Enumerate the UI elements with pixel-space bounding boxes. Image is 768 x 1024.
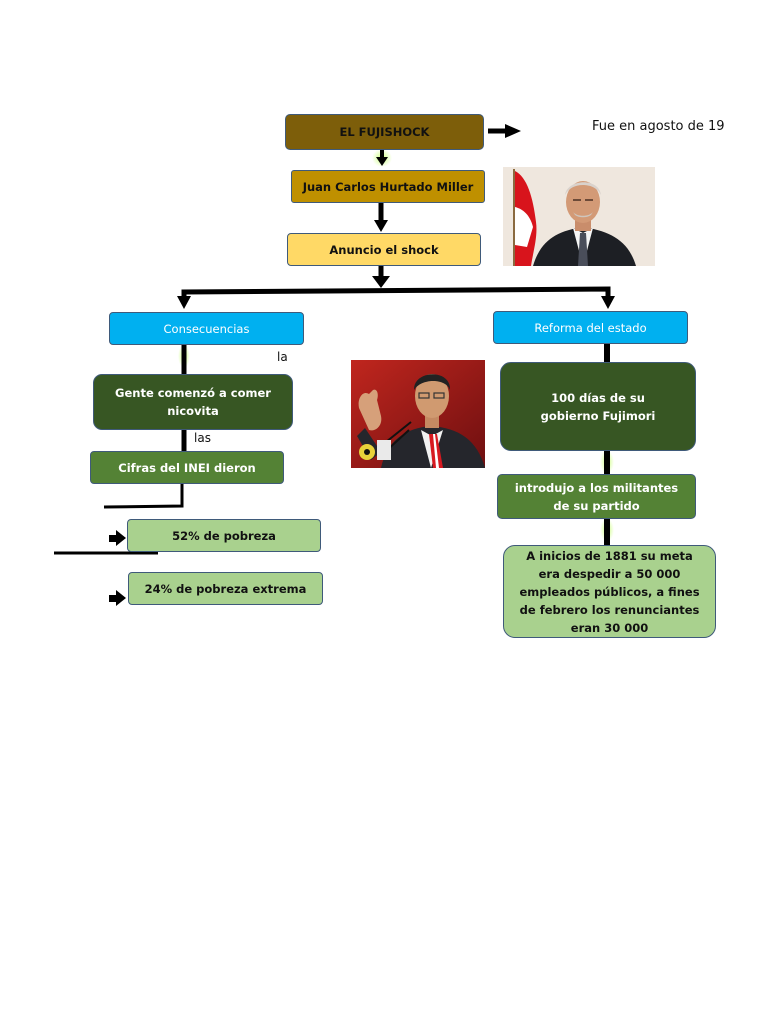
arrow-right-icon xyxy=(109,590,126,606)
node-reforma: Reforma del estado xyxy=(493,311,688,344)
arrow-down-icon xyxy=(374,203,388,232)
connector-label-la: la xyxy=(277,350,288,364)
node-militantes: introdujo a los militantes de su partido xyxy=(497,474,696,519)
date-note: Fue en agosto de 19 xyxy=(592,119,725,134)
node-cien-dias: 100 días de su gobierno Fujimori xyxy=(500,362,696,451)
node-gente: Gente comenzó a comer nicovita xyxy=(93,374,293,430)
node-anuncio: Anuncio el shock xyxy=(287,233,481,266)
photo-fujimori xyxy=(351,360,485,468)
arrow-right-icon xyxy=(109,530,126,546)
arrow-down-icon xyxy=(601,296,615,309)
arrow-down-icon xyxy=(177,296,191,309)
photo-hurtado-miller xyxy=(503,167,655,266)
connector-label-las: las xyxy=(194,431,211,445)
node-cifras: Cifras del INEI dieron xyxy=(90,451,284,484)
node-consecuencias: Consecuencias xyxy=(109,312,304,345)
node-fujishock: EL FUJISHOCK xyxy=(285,114,484,150)
node-extrema: 24% de pobreza extrema xyxy=(128,572,323,605)
arrow-right-icon xyxy=(488,124,521,138)
node-hurtado: Juan Carlos Hurtado Miller xyxy=(291,170,485,203)
arrow-down-icon xyxy=(372,266,390,288)
peru-flag-icon xyxy=(513,169,537,266)
branch-bar xyxy=(181,286,611,298)
connector-line xyxy=(103,484,184,509)
node-inicios: A inicios de 1881 su meta era despedir a… xyxy=(503,545,716,638)
arrow-down-icon xyxy=(376,150,388,166)
node-pobreza: 52% de pobreza xyxy=(127,519,321,552)
